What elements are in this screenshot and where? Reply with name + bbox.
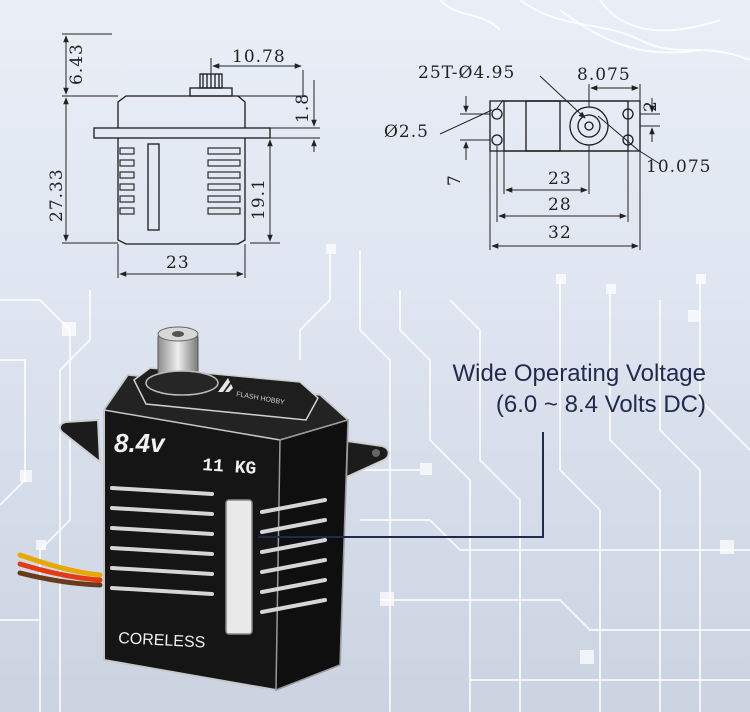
servo-brand-logo [218,378,233,392]
dim-hole-spacing: 2 [641,100,661,112]
callout-line-1: Wide Operating Voltage [452,360,707,387]
circuit-pads [20,244,734,664]
dim-spline: 25T-Ø4.95 [418,63,515,83]
servo-center-window [225,499,253,635]
dim-overall-width: 32 [548,223,572,243]
top-view-drawing [489,100,641,152]
dim-shaft-to-edge: 10.075 [646,157,711,177]
dim-height-top: 6.43 [67,43,87,85]
servo-photo: FLASH HOBBY 8.4v 11 KG CORELESS [17,326,390,692]
side-view-dimension-lines [62,33,320,278]
dim-hole-to-hole: 28 [548,195,572,215]
dim-flange-thickness: 1.8 [293,93,313,123]
dim-side-width: 23 [166,253,190,273]
servo-wires [17,552,103,588]
callout-line-2: (6.0 ~ 8.4 Volts DC) [495,391,706,418]
dim-body-width: 23 [548,169,572,189]
dim-total-height: 27.33 [47,168,67,222]
dim-horn-offset: 10.78 [232,47,286,67]
side-view-drawing [93,73,271,245]
voltage-callout: Wide Operating Voltage (6.0 ~ 8.4 Volts … [453,358,707,420]
servo-voltage-label: 8.4v [114,428,166,458]
dim-hole-diameter: Ø2.5 [384,122,429,142]
dim-hole-offset: 7 [445,174,465,186]
dim-lower-height: 19.1 [249,178,269,220]
servo-motor-label: CORELESS [118,630,206,652]
top-view-dimension-lines [439,75,661,250]
water-splash [439,0,750,61]
callout-leader-line [258,432,544,538]
servo-cooling-fins [110,486,327,614]
servo-mount-tab-left [58,418,102,465]
dim-shaft-offset: 8.075 [577,65,631,85]
servo-torque-label: 11 KG [202,456,257,480]
